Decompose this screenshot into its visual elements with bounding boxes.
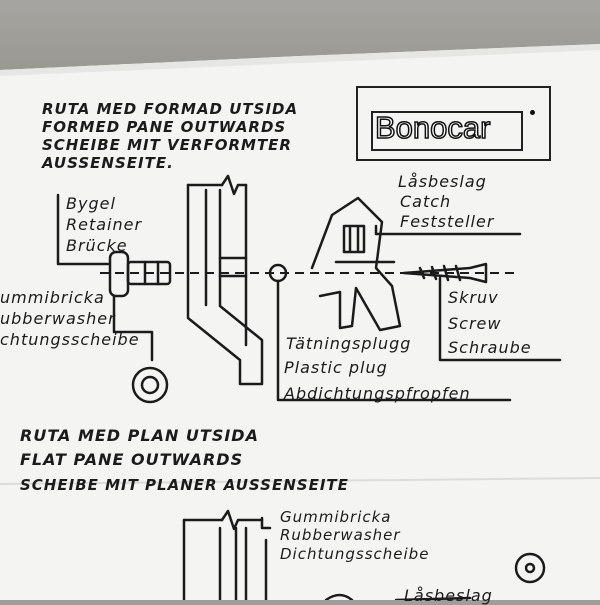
section2-title-line-1: RUTA MED PLAN UTSIDA bbox=[20, 426, 259, 445]
logo-frame bbox=[356, 86, 551, 161]
catch-label-en: Catch bbox=[400, 192, 452, 211]
washer-label-sv: ummibricka bbox=[0, 288, 105, 307]
washer2-label-en: Rubberwasher bbox=[280, 526, 401, 544]
washer2-label-de: Dichtungsscheibe bbox=[280, 545, 430, 563]
screw-label-de: Schraube bbox=[448, 338, 532, 357]
logo-inner-frame bbox=[371, 111, 523, 151]
section2-title-line-2: FLAT PANE OUTWARDS bbox=[20, 450, 244, 469]
section1-title-line-4: AUSSENSEITE. bbox=[42, 154, 174, 172]
catch-label-sv: Låsbeslag bbox=[398, 172, 487, 191]
plug-label-sv: Tätningsplugg bbox=[286, 334, 412, 353]
screw-label-en: Screw bbox=[448, 314, 502, 333]
catch-label-de: Feststeller bbox=[400, 212, 495, 231]
section1-title-line-1: RUTA MED FORMAD UTSIDA bbox=[42, 100, 299, 118]
brand-logo: Bonocar bbox=[374, 109, 491, 146]
logo-registered-dot bbox=[530, 110, 535, 115]
catch2-label-partial: Låsbeslag bbox=[404, 586, 493, 605]
retainer-label-en: Retainer bbox=[66, 215, 143, 234]
plug-label-en: Plastic plug bbox=[284, 358, 388, 377]
washer2-label-sv: Gummibricka bbox=[280, 508, 392, 526]
retainer-label-de: Brücke bbox=[66, 236, 128, 255]
plug-label-de: Abdichtungspfropfen bbox=[284, 384, 471, 403]
washer-label-de: chtungsscheibe bbox=[0, 330, 140, 349]
section1-title-line-2: FORMED PANE OUTWARDS bbox=[42, 118, 287, 136]
retainer-label-sv: Bygel bbox=[66, 194, 116, 213]
washer-label-en: ubberwasher bbox=[0, 309, 116, 328]
screw-label-sv: Skruv bbox=[448, 288, 499, 307]
section2-title-line-3: SCHEIBE MIT PLANER AUSSENSEITE bbox=[20, 476, 349, 494]
section1-title-line-3: SCHEIBE MIT VERFORMTER bbox=[42, 136, 292, 154]
